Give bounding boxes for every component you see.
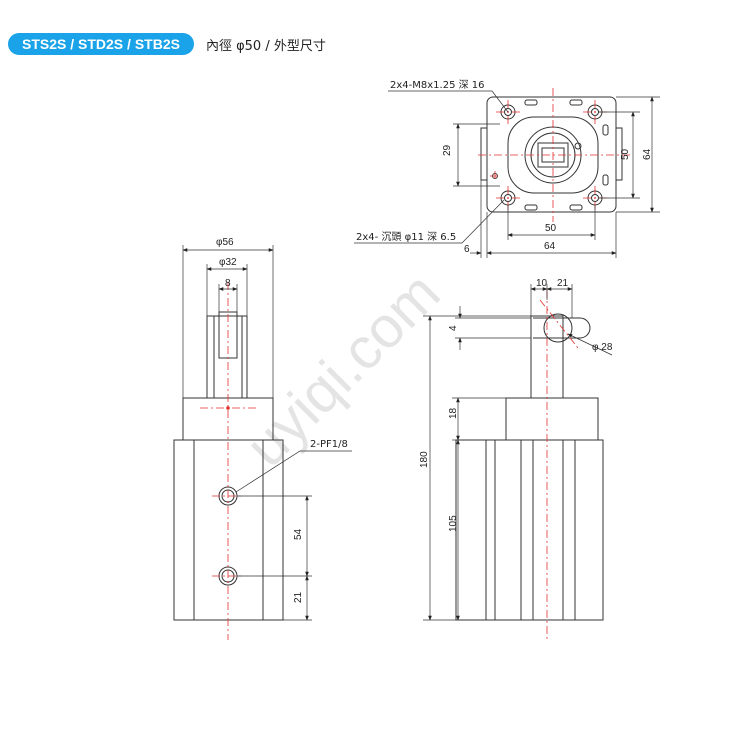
side-clamp-circle — [543, 313, 573, 343]
top-slot-2 — [569, 99, 583, 106]
top-view — [480, 96, 623, 213]
top-slot-5 — [602, 124, 609, 136]
dim-50-horizontal: 50 — [545, 223, 557, 234]
dim-6: 6 — [464, 244, 470, 255]
dim-8: 8 — [225, 278, 231, 289]
top-hole-bl-inner — [504, 194, 512, 202]
top-slot-1 — [524, 99, 538, 106]
side-dimensions — [423, 284, 613, 621]
side-clamp-arm — [533, 317, 591, 339]
front-center-dot — [226, 406, 230, 410]
dim-54: 54 — [293, 528, 304, 540]
top-slot-3 — [524, 204, 538, 211]
dim-64-horizontal: 64 — [544, 241, 556, 252]
top-right-flange — [616, 127, 623, 181]
dim-18: 18 — [448, 407, 459, 419]
side-body — [455, 439, 604, 621]
dia-28: φ 28 — [592, 342, 613, 353]
counterbore-note: 2x4- 沉頭 φ11 深 6.5 — [356, 230, 456, 243]
top-left-flange — [480, 127, 487, 181]
dim-10: 10 — [536, 278, 548, 289]
side-view — [455, 313, 604, 621]
dim-180: 180 — [419, 451, 430, 468]
dia-32: φ32 — [219, 257, 237, 268]
port-note: 2-PF1/8 — [310, 439, 348, 450]
front-dimensions — [182, 245, 352, 621]
top-dimensions — [354, 90, 660, 258]
dim-29: 29 — [442, 144, 453, 156]
model-badge: STS2S / STD2S / STB2S — [8, 33, 194, 55]
top-clamp-pin — [574, 142, 582, 150]
top-body-outline — [486, 96, 617, 213]
front-rod-outline — [206, 315, 248, 399]
side-centerlines — [539, 290, 579, 640]
front-centerlines — [200, 282, 256, 640]
top-slot-4 — [569, 204, 583, 211]
dim-50-vertical: 50 — [620, 148, 631, 160]
front-body — [173, 439, 284, 621]
dim-64-vertical: 64 — [642, 148, 653, 160]
top-slot-6 — [602, 174, 609, 186]
tap-hole-note: 2x4-M8x1.25 深 16 — [390, 79, 485, 91]
header: STS2S / STD2S / STB2S 內徑 φ50 / 外型尺寸 — [8, 33, 326, 55]
top-hole-tl-inner — [504, 108, 512, 116]
dia-56: φ56 — [216, 237, 234, 248]
dim-21: 21 — [293, 591, 304, 603]
spec-title: 內徑 φ50 / 外型尺寸 — [205, 38, 326, 54]
dim-4: 4 — [448, 325, 459, 331]
side-head-block — [505, 397, 599, 441]
top-centerlines — [478, 88, 630, 222]
dim-21-side: 21 — [557, 278, 569, 289]
dim-105: 105 — [448, 515, 459, 532]
